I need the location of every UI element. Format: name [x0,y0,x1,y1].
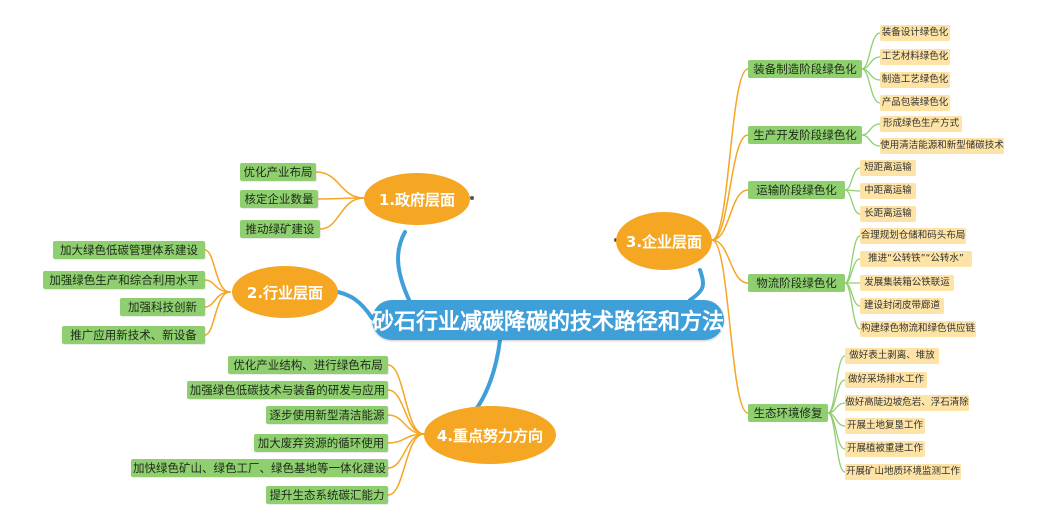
gov-item-2[interactable]: 核定企业数量 [240,190,318,208]
transport-item-3[interactable]: 长距离运输 [860,206,916,222]
logistics-item-1[interactable]: 合理规划仓储和码头布局 [860,228,966,244]
ecology-item-3[interactable]: 做好高陡边坡危岩、浮石清除 [845,395,969,411]
focus-item-6[interactable]: 提升生态系统碳汇能力 [266,486,388,504]
ecology-item-4[interactable]: 开展土地复垦工作 [845,418,925,434]
root-topic[interactable]: 砂石行业减碳降碳的技术路径和方法 [372,300,724,340]
industry-item-2[interactable]: 加强绿色生产和综合利用水平 [43,271,205,289]
stage-transport[interactable]: 运输阶段绿色化 [748,181,845,199]
stage-logistics[interactable]: 物流阶段绿色化 [748,274,845,292]
stage-production[interactable]: 生产开发阶段绿色化 [748,126,862,144]
production-item-1[interactable]: 形成绿色生产方式 [880,116,962,132]
branch-government[interactable]: 1.政府层面 [364,173,470,225]
stage-equipment[interactable]: 装备制造阶段绿色化 [748,60,862,78]
transport-item-2[interactable]: 中距离运输 [860,183,916,199]
logistics-item-4[interactable]: 建设封闭皮带廊道 [860,298,944,314]
branch-industry[interactable]: 2.行业层面 [232,266,338,318]
transport-item-1[interactable]: 短距离运输 [860,160,916,176]
industry-item-1[interactable]: 加大绿色低碳管理体系建设 [53,241,205,259]
focus-item-5[interactable]: 加快绿色矿山、绿色工厂、绿色基地等一体化建设 [131,459,388,477]
equipment-item-1[interactable]: 装备设计绿色化 [880,25,950,41]
logistics-item-3[interactable]: 发展集装箱公铁联运 [860,275,954,291]
industry-item-3[interactable]: 加强科技创新 [120,298,205,316]
stage-ecology[interactable]: 生态环境修复 [748,404,828,422]
logistics-item-5[interactable]: 构建绿色物流和绿色供应链 [860,321,976,337]
industry-item-4[interactable]: 推广应用新技术、新设备 [62,326,205,344]
production-item-2[interactable]: 使用清洁能源和新型储碳技术 [880,138,1004,154]
ecology-item-5[interactable]: 开展植被重建工作 [845,441,925,457]
ecology-item-6[interactable]: 开展矿山地质环境监测工作 [845,464,961,480]
branch-focus[interactable]: 4.重点努力方向 [424,406,556,464]
focus-item-3[interactable]: 逐步使用新型清洁能源 [266,406,388,424]
ecology-item-2[interactable]: 做好采场排水工作 [845,372,927,388]
equipment-item-3[interactable]: 制造工艺绿色化 [880,72,950,88]
focus-item-2[interactable]: 加强绿色低碳技术与装备的研发与应用 [187,381,388,399]
focus-item-4[interactable]: 加大废弃资源的循环使用 [254,434,388,452]
equipment-item-2[interactable]: 工艺材料绿色化 [880,49,950,65]
ecology-item-1[interactable]: 做好表土剥离、堆放 [845,348,939,364]
equipment-item-4[interactable]: 产品包装绿色化 [880,95,950,111]
gov-item-1[interactable]: 优化产业布局 [240,163,316,181]
gov-item-3[interactable]: 推动绿矿建设 [240,220,320,238]
focus-item-1[interactable]: 优化产业结构、进行绿色布局 [228,356,388,374]
branch-enterprise[interactable]: 3.企业层面 [616,212,712,270]
logistics-item-2[interactable]: 推进“公转铁”“公转水” [860,251,972,267]
